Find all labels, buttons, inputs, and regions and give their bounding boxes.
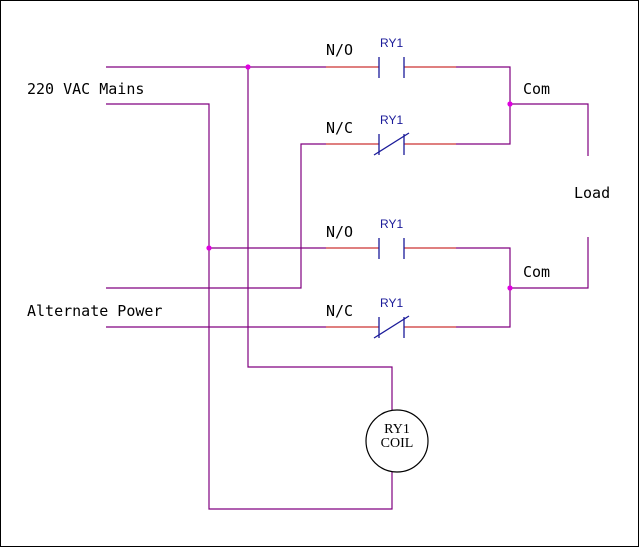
contact-leads <box>326 66 456 328</box>
contact-no-1-relay: RY1 <box>380 36 403 50</box>
load-label: Load <box>574 184 610 202</box>
coil-label-line1: RY1 <box>384 422 410 437</box>
contact-nc-1-relay: RY1 <box>380 113 403 127</box>
junction-dot <box>245 64 251 70</box>
common-1-label: Com <box>523 80 550 98</box>
com1-to-load-wire <box>510 103 589 156</box>
com1-bus-wire <box>456 66 511 145</box>
wires <box>106 66 589 510</box>
contact-no-2-relay: RY1 <box>380 217 403 231</box>
contact-nc-2-type: N/C <box>326 302 353 320</box>
contact-nc-1-symbol <box>373 132 410 156</box>
contact-nc-2-relay: RY1 <box>380 296 403 310</box>
contact-nc-1-type: N/C <box>326 119 353 137</box>
com2-bus-wire <box>456 247 511 328</box>
junction-dot <box>206 245 212 251</box>
common-2-label: Com <box>523 263 550 281</box>
coil-feed-wire <box>247 67 393 411</box>
com2-to-load-wire <box>510 237 589 289</box>
contact-no-1-symbol <box>378 57 405 78</box>
alternate-power-label: Alternate Power <box>27 302 162 320</box>
junctions <box>206 64 513 291</box>
mains-label: 220 VAC Mains <box>27 80 144 98</box>
contact-no-2-symbol <box>378 238 405 259</box>
contact-no-1-type: N/O <box>326 41 353 59</box>
junction-dot <box>507 285 513 291</box>
junction-dot <box>507 101 513 107</box>
coil-label-line2: COIL <box>381 436 414 451</box>
contact-no-2-type: N/O <box>326 223 353 241</box>
relay-coil <box>365 409 429 473</box>
contact-nc-2-symbol <box>373 315 410 339</box>
alt-hot-wire <box>106 143 326 289</box>
mains-neutral-wire <box>106 103 393 510</box>
